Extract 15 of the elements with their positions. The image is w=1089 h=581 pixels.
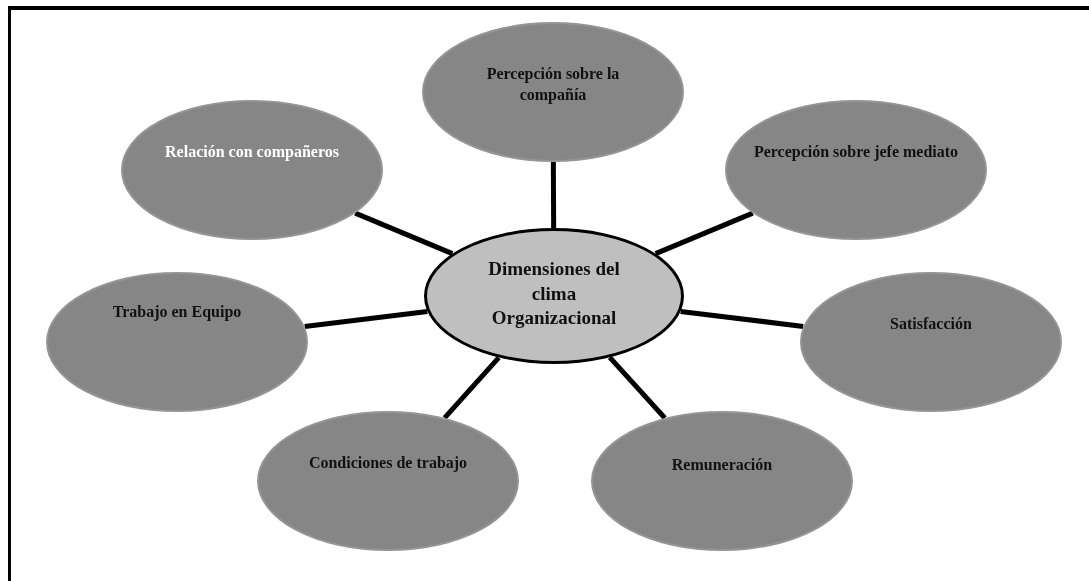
connector-line — [442, 355, 501, 420]
node-label: Relación con compañeros — [164, 142, 340, 163]
node-label: Percepción sobre jefe mediato — [752, 142, 960, 163]
connector-line — [680, 308, 804, 329]
connector-line — [354, 210, 454, 256]
node-label: Condiciones de trabajo — [307, 453, 469, 474]
connector-line — [550, 162, 557, 228]
node-label: Remuneración — [670, 455, 774, 475]
node-label: Percepción sobre la compañía — [485, 64, 621, 106]
connector-line — [304, 308, 428, 329]
connector-line — [607, 355, 667, 420]
node-label: Dimensiones del clima Organizacional — [487, 257, 621, 331]
node-label: Trabajo en Equipo — [111, 302, 243, 323]
node-label: Satisfacción — [889, 314, 973, 334]
connector-line — [654, 210, 754, 256]
